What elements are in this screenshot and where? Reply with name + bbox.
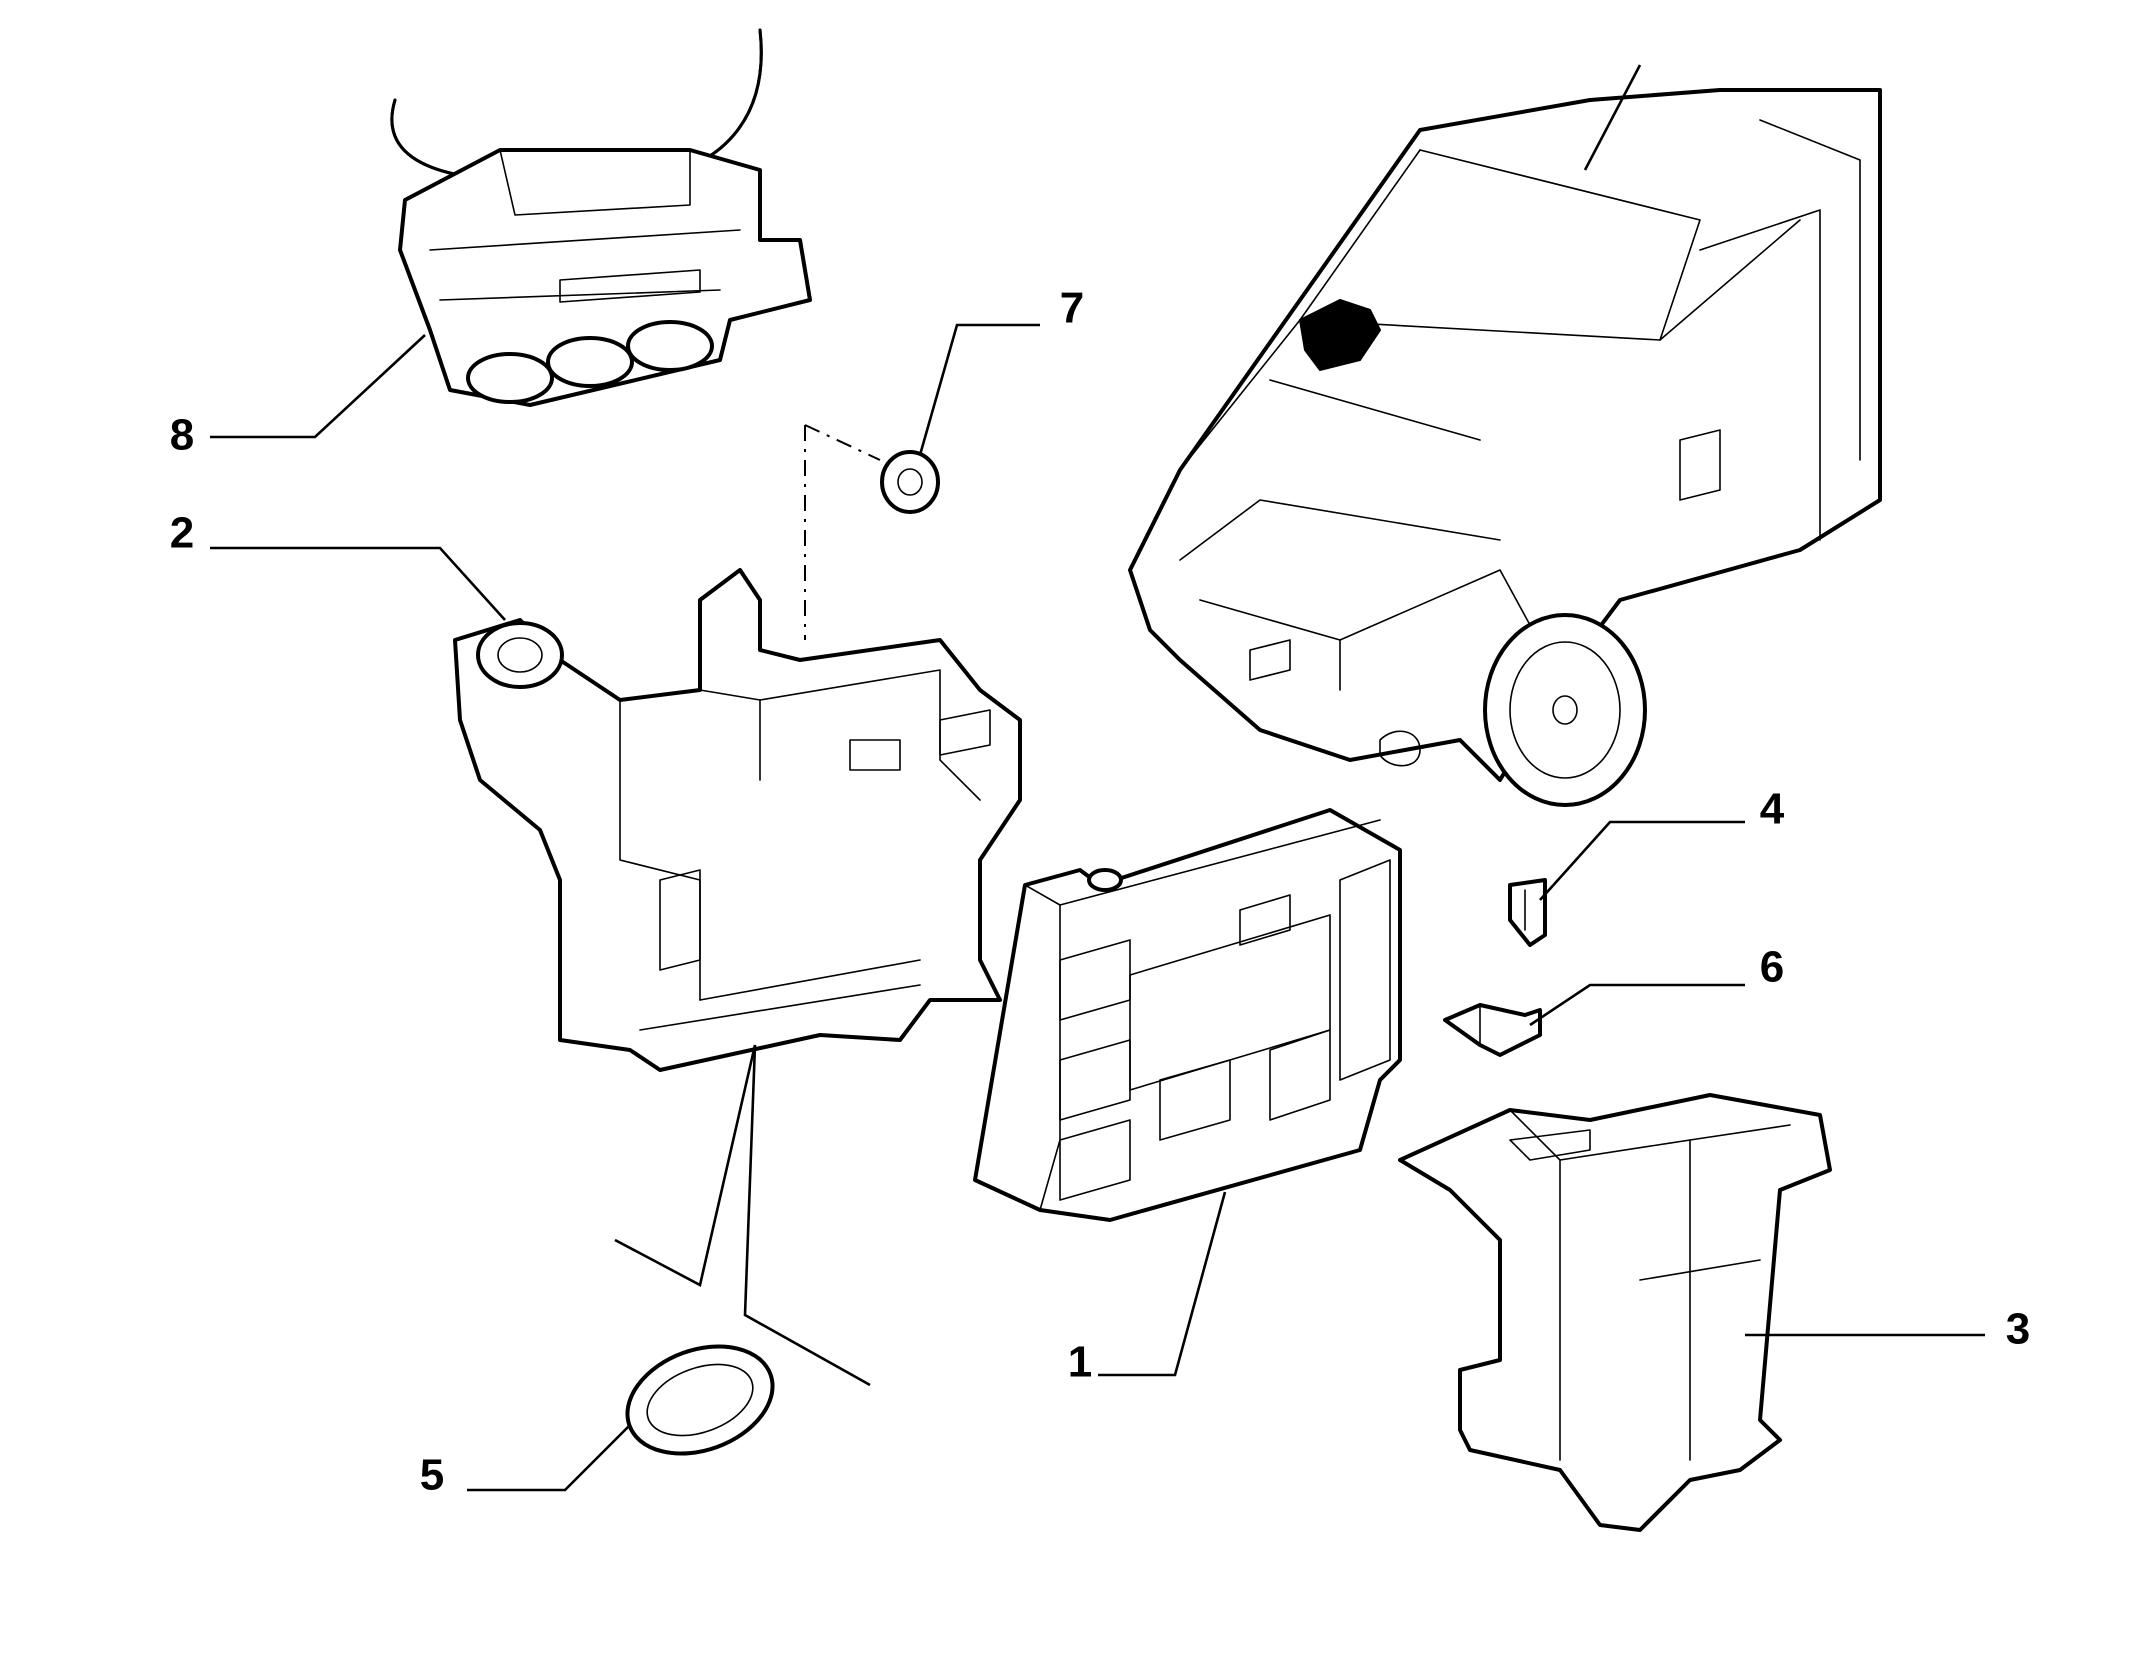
- callout-7: 7: [1060, 284, 1084, 333]
- part-8-wiring-bracket: [390, 28, 812, 407]
- leader-7: [918, 323, 1040, 456]
- part-5-plug: [625, 1344, 775, 1456]
- callout-2: 2: [170, 509, 194, 558]
- guide-line-right: [743, 1044, 871, 1387]
- part-2-main-bracket: [453, 568, 1022, 1072]
- part-4-fuse: [1508, 878, 1547, 947]
- leader-6: [1529, 983, 1745, 1027]
- leader-5: [467, 1424, 631, 1492]
- callout-6: 6: [1760, 943, 1784, 992]
- leader-1: [1098, 1191, 1227, 1377]
- guide-line-left: [614, 1044, 757, 1287]
- leader-4: [1539, 820, 1745, 901]
- vehicle-locator-illustration: [1128, 64, 1882, 807]
- part-1-control-module: [973, 808, 1402, 1222]
- part-7-grommet: [804, 424, 940, 640]
- callout-3: 3: [2006, 1305, 2030, 1354]
- callout-4: 4: [1760, 785, 1785, 834]
- leader-2: [210, 546, 506, 621]
- callout-1: 1: [1068, 1338, 1092, 1387]
- callout-8: 8: [170, 411, 194, 460]
- leader-8: [210, 334, 426, 439]
- part-6-fuse: [1443, 1003, 1542, 1057]
- callout-5: 5: [420, 1451, 444, 1500]
- part-3-cover: [1398, 1093, 1832, 1532]
